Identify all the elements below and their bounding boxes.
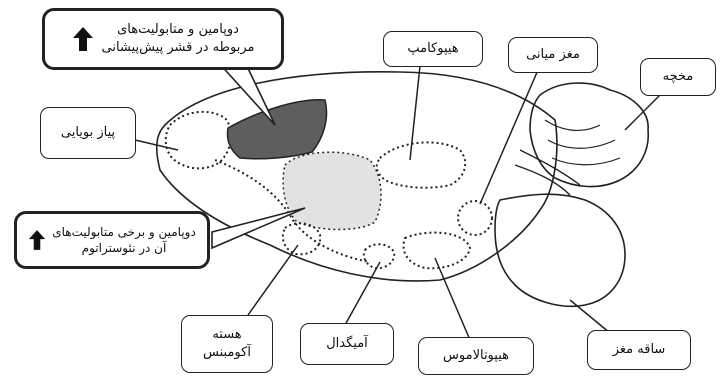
- hypothalamus-label-text: هیپوتالاموس: [443, 347, 509, 365]
- hippocampus-label-text: هیپوکامپ: [407, 40, 458, 58]
- olfactory-bulb-label: پیاز بویایی: [40, 107, 136, 159]
- up-arrow-icon: [28, 229, 46, 251]
- leader-hypothalamus: [435, 258, 470, 340]
- amygdala-label-text: آمیگدال: [326, 335, 368, 353]
- cerebellum-label: مخچه: [640, 58, 716, 96]
- leader-prefrontal: [218, 62, 275, 125]
- leader-brainstem: [570, 300, 610, 333]
- leader-accumbens: [248, 245, 298, 315]
- olfactory-bulb-region: [166, 112, 231, 169]
- midbrain-region: [458, 201, 492, 235]
- hippocampus-label: هیپوکامپ: [383, 31, 483, 67]
- up-arrow-icon: [72, 26, 94, 52]
- cerebellum-shape: [530, 83, 648, 187]
- midbrain-label: مغز میانی: [508, 37, 598, 73]
- nucleus-accumbens-label: هسته آکومبنس: [181, 315, 273, 373]
- hippocampus-region: [377, 142, 465, 187]
- nucleus-accumbens-line1: هسته: [203, 326, 251, 344]
- nucleus-accumbens-region: [283, 223, 320, 254]
- striatum-dopamine-label: دوپامین و برخی متابولیت‌های آن در نئوستر…: [14, 211, 210, 269]
- striatum-label-line1: دوپامین و برخی متابولیت‌های: [52, 224, 196, 240]
- striatum-label-line2: آن در نئوستراتوم: [52, 240, 196, 256]
- leader-striatum: [212, 208, 305, 248]
- neostriatum-region: [283, 152, 381, 229]
- leader-hippocampus: [410, 66, 420, 160]
- prefrontal-dopamine-label: دوپامین و متابولیت‌های مربوطه در قشر پیش…: [42, 8, 284, 70]
- leader-midbrain: [480, 70, 538, 204]
- brainstem-label: ساقه مغز: [587, 330, 691, 370]
- brainstem-label-text: ساقه مغز: [613, 341, 666, 359]
- pons-connector-2: [515, 165, 570, 195]
- prefrontal-label-line1: دوپامین و متابولیت‌های: [102, 21, 255, 39]
- prefrontal-cortex-region: [228, 100, 327, 159]
- hypothalamus-label: هیپوتالاموس: [418, 337, 534, 375]
- prefrontal-label-line2: مربوطه در قشر پیش‌پیشانی: [102, 39, 255, 57]
- nucleus-accumbens-line2: آکومبنس: [203, 344, 251, 362]
- leader-amygdala: [345, 262, 380, 325]
- midbrain-label-text: مغز میانی: [526, 46, 580, 64]
- olfactory-bulb-label-text: پیاز بویایی: [61, 124, 115, 142]
- leader-cerebellum: [625, 95, 660, 130]
- cerebellum-label-text: مخچه: [663, 68, 694, 86]
- brainstem-shape: [495, 194, 625, 306]
- amygdala-label: آمیگدال: [300, 323, 394, 365]
